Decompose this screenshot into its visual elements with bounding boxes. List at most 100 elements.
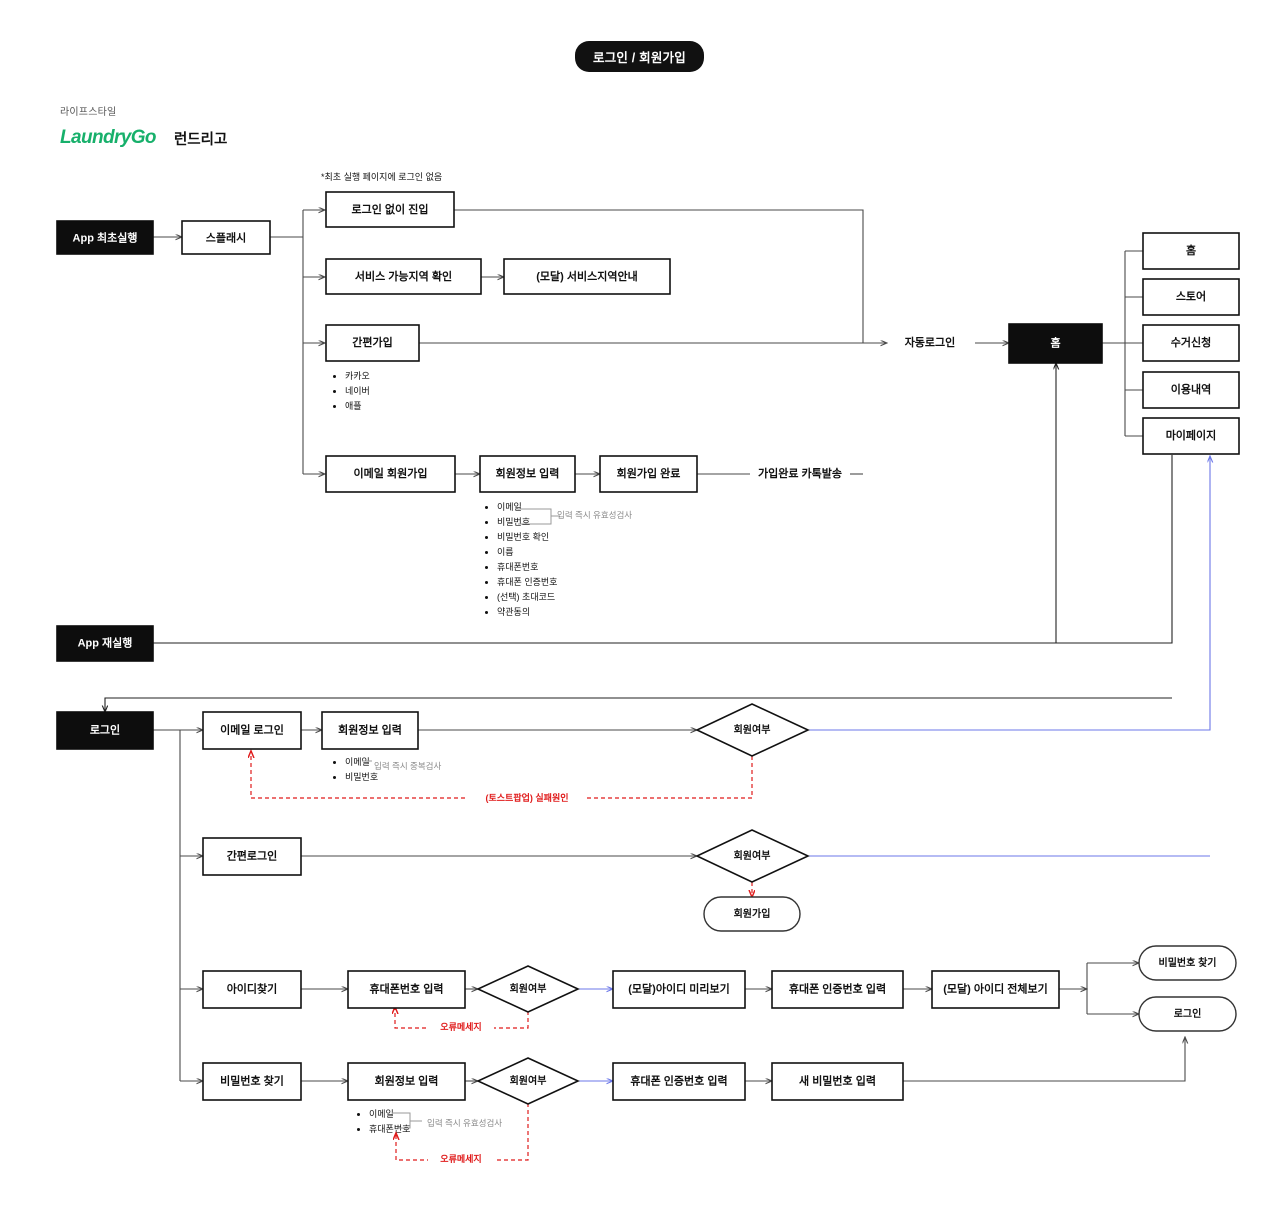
list-item: 휴대폰 인증번호 <box>497 575 557 590</box>
email-login-field-list: 이메일 비밀번호 <box>333 755 378 785</box>
node-otp-input-findid[interactable]: 휴대폰 인증번호 입력 <box>771 970 904 1009</box>
label-bg-2 <box>428 1021 494 1033</box>
node-label: 이메일 로그인 <box>220 722 284 736</box>
decision-membership-2[interactable]: 회원여부 <box>695 829 810 883</box>
node-login-member-info[interactable]: 회원정보 입력 <box>321 711 419 750</box>
node-social-login[interactable]: 간편로그인 <box>202 837 302 876</box>
node-menu-pickup-request[interactable]: 수거신청 <box>1142 324 1240 362</box>
node-menu-home[interactable]: 홈 <box>1142 232 1240 270</box>
list-item: (선택) 초대코드 <box>497 590 557 605</box>
node-new-password-input[interactable]: 새 비밀번호 입력 <box>771 1062 904 1101</box>
toast-fail-label: (토스트팝업) 실패원인 <box>485 792 568 803</box>
node-find-password-pill[interactable]: 비밀번호 찾기 <box>1138 945 1237 981</box>
node-label: 스플래시 <box>206 230 246 244</box>
edge-decision1-fail-loop <box>251 752 753 799</box>
node-label: App 재실행 <box>78 635 133 649</box>
edge-decision3-error-loop <box>395 1008 529 1029</box>
list-item: 카카오 <box>345 369 370 384</box>
list-item: 비밀번호 <box>345 770 378 785</box>
bracket-signup-validate <box>518 508 552 525</box>
node-label: 비밀번호 찾기 <box>1159 956 1217 969</box>
list-item: 약관동의 <box>497 605 557 620</box>
node-label: 회원정보 입력 <box>338 722 402 736</box>
node-app-first-launch[interactable]: App 최초실행 <box>56 220 154 255</box>
node-check-service-area[interactable]: 서비스 가능지역 확인 <box>325 258 482 295</box>
node-id-preview-modal[interactable]: (모달)아이디 미리보기 <box>612 970 746 1009</box>
list-item: 이메일 <box>369 1107 410 1122</box>
error-label-findpw: 오류메세지 <box>440 1153 481 1164</box>
node-id-viewall-modal[interactable]: (모달) 아이디 전체보기 <box>931 970 1060 1009</box>
node-label: (모달)아이디 미리보기 <box>628 981 729 995</box>
node-app-relaunch[interactable]: App 재실행 <box>56 625 154 662</box>
node-menu-history[interactable]: 이용내역 <box>1142 371 1240 409</box>
edge-newpw-to-login-pill <box>903 1037 1185 1082</box>
label-auto-login: 자동로그인 <box>905 335 956 349</box>
node-label: 새 비밀번호 입력 <box>799 1073 876 1087</box>
node-service-area-modal[interactable]: (모달) 서비스지역안내 <box>503 258 671 295</box>
edge-decision4-error-loop <box>396 1103 529 1161</box>
node-signup-pill[interactable]: 회원가입 <box>703 896 801 932</box>
node-label: 회원여부 <box>510 982 547 995</box>
node-email-login[interactable]: 이메일 로그인 <box>202 711 302 750</box>
node-label: 수거신청 <box>1171 335 1211 349</box>
node-social-signup[interactable]: 간편가입 <box>325 324 420 362</box>
node-email-signup[interactable]: 이메일 회원가입 <box>325 455 456 493</box>
page-title-pill: 로그인 / 회원가입 <box>575 41 704 72</box>
node-label: 홈 <box>1186 243 1196 257</box>
node-label: 이용내역 <box>1171 382 1211 396</box>
node-label: 이메일 회원가입 <box>354 466 428 480</box>
list-item: 이메일 <box>497 500 557 515</box>
node-signup-complete[interactable]: 회원가입 완료 <box>599 455 698 493</box>
node-label: 비밀번호 찾기 <box>220 1073 284 1087</box>
node-label: 회원정보 입력 <box>375 1073 439 1087</box>
node-enter-without-login[interactable]: 로그인 없이 진입 <box>325 191 455 228</box>
node-label: 로그인 없이 진입 <box>352 202 429 216</box>
node-home-dark[interactable]: 홈 <box>1008 323 1103 364</box>
node-find-password[interactable]: 비밀번호 찾기 <box>202 1062 302 1101</box>
decision-membership-4[interactable]: 회원여부 <box>476 1057 580 1105</box>
signup-field-list: 이메일 비밀번호 비밀번호 확인 이름 휴대폰번호 휴대폰 인증번호 (선택) … <box>485 500 557 620</box>
node-find-id[interactable]: 아이디찾기 <box>202 970 302 1009</box>
node-menu-mypage[interactable]: 마이페이지 <box>1142 417 1240 455</box>
edge-mypage-to-relaunch-home <box>1056 363 1173 644</box>
node-findpw-member-info[interactable]: 회원정보 입력 <box>347 1062 466 1101</box>
node-login-pill[interactable]: 로그인 <box>1138 996 1237 1032</box>
label-bg-1 <box>468 792 586 804</box>
decision-membership-3[interactable]: 회원여부 <box>476 965 580 1013</box>
brand-name: 런드리고 <box>173 131 228 148</box>
list-item: 비밀번호 <box>497 515 557 530</box>
node-label: 휴대폰번호 입력 <box>370 981 444 995</box>
node-label: 홈 <box>1050 335 1060 349</box>
node-label: App 최초실행 <box>73 230 138 244</box>
laundrygo-logo: LaundryGo <box>60 127 157 148</box>
node-label: 휴대폰 인증번호 입력 <box>789 981 886 995</box>
node-label: 간편로그인 <box>227 848 278 862</box>
label-kakao-send: 가입완료 카톡발송 <box>758 466 842 480</box>
node-login-root[interactable]: 로그인 <box>56 711 154 750</box>
list-item: 휴대폰번호 <box>497 560 557 575</box>
node-label: (모달) 서비스지역안내 <box>536 269 637 283</box>
email-login-dupcheck-label: 입력 즉시 중복검사 <box>374 761 442 771</box>
node-signup-member-info[interactable]: 회원정보 입력 <box>479 455 576 493</box>
node-otp-input-findpw[interactable]: 휴대폰 인증번호 입력 <box>612 1062 746 1101</box>
node-label: 회원여부 <box>510 1074 547 1087</box>
list-item: 비밀번호 확인 <box>497 530 557 545</box>
edge-decision1-to-mypage <box>808 456 1210 731</box>
node-phone-input[interactable]: 휴대폰번호 입력 <box>347 970 466 1009</box>
node-label: 회원여부 <box>734 849 771 862</box>
node-label: 회원가입 <box>734 907 771 920</box>
node-menu-store[interactable]: 스토어 <box>1142 278 1240 316</box>
node-label: 회원가입 완료 <box>617 466 681 480</box>
signup-validate-label: 입력 즉시 유효성검사 <box>557 510 633 520</box>
social-provider-list: 카카오 네이버 애플 <box>333 369 370 414</box>
splash-note: *최초 실행 페이지에 로그인 없음 <box>321 172 443 182</box>
brand-block: 라이프스타일 LaundryGo 런드리고 <box>60 103 227 149</box>
edge-rail-to-login <box>105 697 1172 712</box>
node-splash[interactable]: 스플래시 <box>181 220 271 255</box>
bracket-findpw-validate <box>392 1112 411 1129</box>
list-item: 이름 <box>497 545 557 560</box>
pwfind-field-list: 이메일 휴대폰번호 <box>357 1107 410 1137</box>
decision-membership-1[interactable]: 회원여부 <box>695 703 810 757</box>
node-label: 스토어 <box>1176 289 1206 303</box>
